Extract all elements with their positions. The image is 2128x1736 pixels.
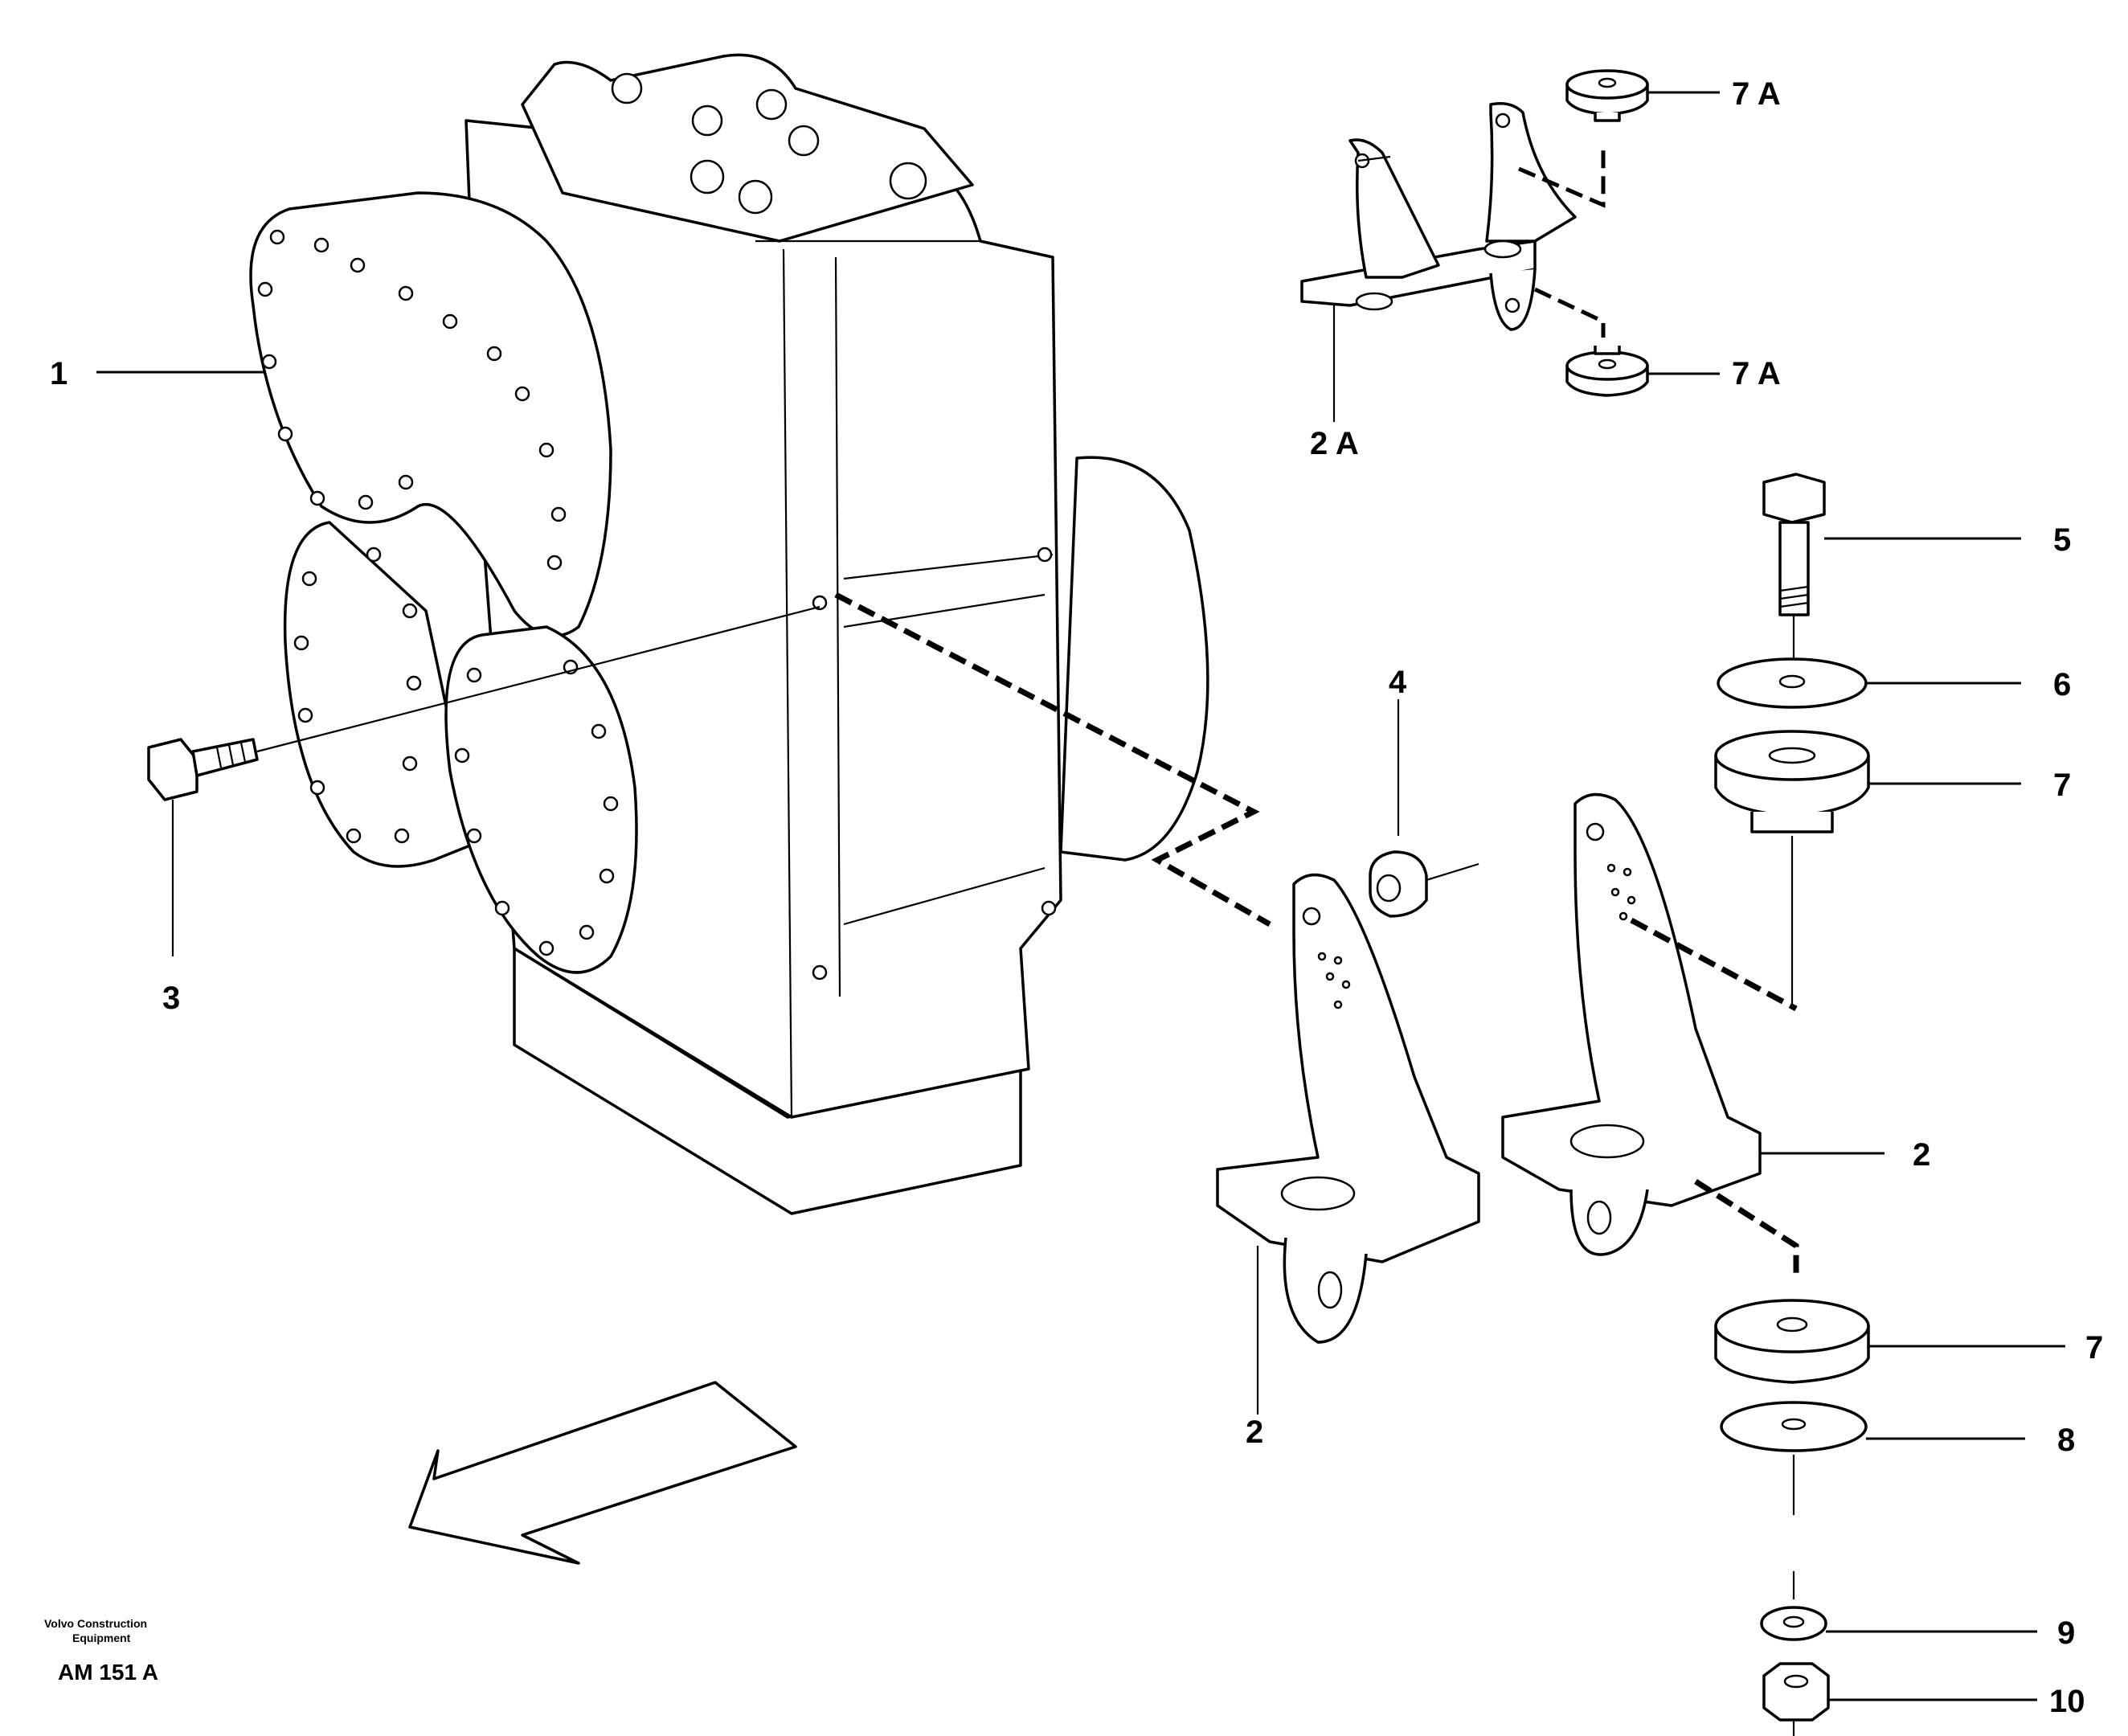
callout-8: 8 — [2057, 1423, 2075, 1458]
callout-10: 10 — [2049, 1684, 2085, 1719]
callout-7-lower: 7 — [2085, 1330, 2103, 1365]
callout-2-right: 2 — [1913, 1137, 1930, 1173]
callout-2-left: 2 — [1246, 1415, 1263, 1450]
callout-7-upper: 7 — [2053, 768, 2071, 803]
bushing-part-4 — [1369, 699, 1479, 918]
bracket-right-part-2 — [1501, 792, 1885, 1256]
brand-line-1: Volvo Construction — [44, 1617, 147, 1630]
washer-part-6 — [1717, 657, 2021, 709]
washer-part-9 — [1760, 1571, 2037, 1641]
drawing-id: AM 151 A — [58, 1660, 158, 1685]
callout-7a-top: 7 A — [1732, 76, 1781, 112]
arrow-direction-icon — [408, 1381, 797, 1565]
bolt-part-5 — [1762, 473, 2021, 671]
callout-5: 5 — [2053, 522, 2071, 558]
callout-1: 1 — [50, 356, 68, 391]
washer-part-8 — [1720, 1401, 2025, 1515]
bracket-part-2a — [1300, 102, 1577, 422]
callout-7a-bottom: 7 A — [1732, 356, 1781, 391]
brand-line-2: Equipment — [72, 1632, 131, 1644]
callout-4: 4 — [1389, 665, 1407, 700]
callout-9: 9 — [2057, 1615, 2075, 1651]
callout-3: 3 — [162, 981, 180, 1016]
cover-bolts — [257, 229, 1057, 981]
bracket-left-part-2 — [1216, 873, 1480, 1415]
rubber-mount-part-7-lower — [1714, 1299, 2065, 1384]
callout-2a: 2 A — [1310, 426, 1359, 461]
bolt-part-3 — [147, 605, 821, 956]
callout-6: 6 — [2053, 667, 2071, 702]
nut-part-10 — [1762, 1662, 2037, 1736]
rubber-mount-part-7a-top — [1565, 69, 1720, 122]
transmission-housing — [249, 53, 1209, 1215]
assembly-dashline — [834, 592, 1271, 927]
rubber-mount-part-7-upper — [1714, 730, 2021, 1005]
rubber-mount-part-7a-bottom — [1565, 346, 1720, 397]
